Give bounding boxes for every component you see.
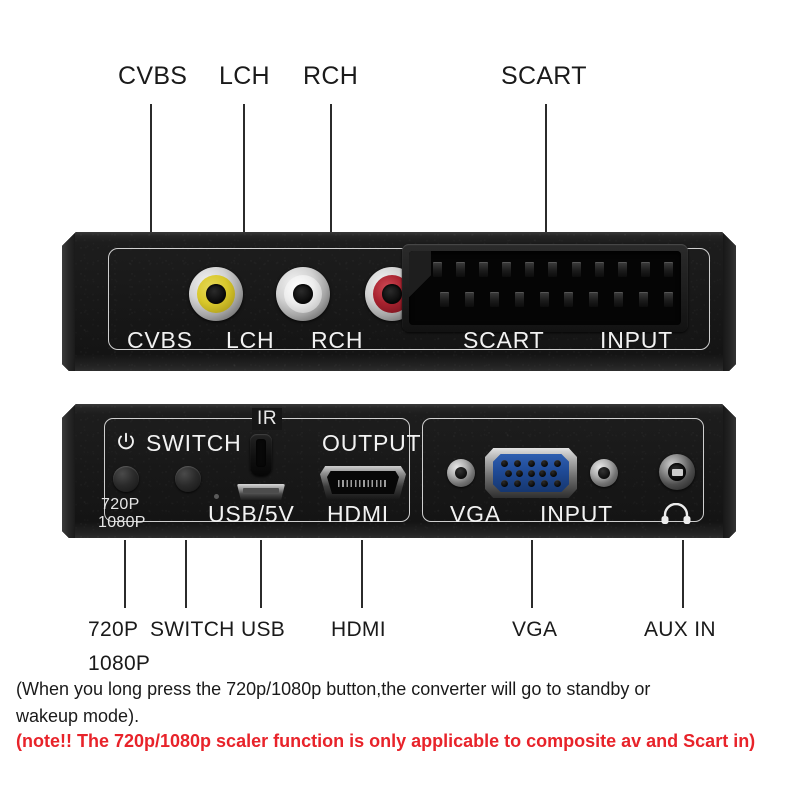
note-warning-scaler: (note!! The 720p/1080p scaler function i…: [16, 731, 756, 751]
rca-jack-cvbs[interactable]: [189, 267, 243, 321]
leader-line-720p: [124, 540, 126, 608]
rca-hole-cvbs: [206, 284, 226, 304]
silk-label-hdmi: HDMI: [327, 501, 389, 527]
callout-label-switch: SWITCH: [150, 618, 235, 641]
note-standby-line1: (When you long press the 720p/1080p butt…: [16, 679, 651, 699]
vga-shell-blue: [493, 454, 569, 492]
hdmi-cavity: [327, 471, 399, 494]
callout-label-aux-in: AUX IN: [644, 618, 716, 641]
silk-label-lch: LCH: [226, 327, 275, 353]
switch-button[interactable]: [175, 466, 201, 492]
callout-label-rch: RCH: [303, 62, 359, 90]
callout-label-cvbs: CVBS: [118, 62, 188, 90]
hdmi-port[interactable]: [320, 466, 406, 500]
status-led: [214, 494, 219, 499]
chassis-face-front: [62, 404, 736, 538]
resolution-button-720p-1080p[interactable]: [113, 466, 139, 492]
device-front-panel: IR SWITCH OUTPUT 720P 1080P USB/5V HDMI: [61, 403, 737, 539]
note-standby-line2: wakeup mode).: [16, 706, 140, 726]
device-rear-panel: CVBS LCH RCH SCART INPUT: [61, 231, 737, 372]
scart-pin-row-top: [433, 262, 673, 277]
silk-label-output: OUTPUT: [322, 430, 422, 456]
leader-line-cvbs: [150, 104, 152, 232]
leader-line-hdmi: [361, 540, 363, 608]
aux-headphone-jack[interactable]: [659, 454, 695, 490]
callout-label-vga: VGA: [512, 618, 558, 641]
silk-label-cvbs: CVBS: [127, 327, 193, 353]
leader-line-rch: [330, 104, 332, 232]
vga-pin-row-3: [501, 479, 561, 487]
silk-label-1080p: 1080P: [98, 514, 146, 531]
leader-line-lch: [243, 104, 245, 232]
ir-receiver: [250, 434, 272, 476]
vga-pin-row-1: [501, 459, 561, 467]
power-icon: [118, 432, 134, 450]
leader-line-usb: [260, 540, 262, 608]
silk-label-720p: 720P: [101, 496, 140, 513]
silk-label-vga: VGA: [450, 501, 501, 527]
scart-chamfer: [409, 251, 431, 325]
leader-line-scart: [545, 104, 547, 232]
leader-line-aux: [682, 540, 684, 608]
hdmi-pins: [338, 480, 388, 487]
vga-screw-right: [590, 459, 618, 487]
silk-label-ir: IR: [252, 408, 283, 430]
rca-jack-lch[interactable]: [276, 267, 330, 321]
leader-line-switch: [185, 540, 187, 608]
vga-pin-row-2: [501, 469, 561, 477]
vga-port[interactable]: [485, 448, 577, 498]
leader-line-vga: [531, 540, 533, 608]
silk-label-input: INPUT: [600, 327, 673, 353]
headphone-icon: [661, 503, 691, 524]
silk-label-usb5v: USB/5V: [208, 501, 295, 527]
scart-connector[interactable]: [402, 244, 688, 332]
callout-label-usb: USB: [241, 618, 286, 641]
micro-usb-port[interactable]: [237, 484, 285, 500]
callout-label-720p: 720P: [88, 618, 139, 641]
callout-label-1080p: 1080P: [88, 652, 151, 675]
silk-label-scart: SCART: [463, 327, 545, 353]
callout-label-hdmi: HDMI: [331, 618, 386, 641]
callout-label-lch: LCH: [219, 62, 270, 90]
scart-pin-row-bottom: [440, 292, 673, 307]
scart-cavity: [409, 251, 681, 325]
silk-label-input-front: INPUT: [540, 501, 613, 527]
callout-label-scart: SCART: [501, 62, 587, 90]
silk-label-rch: RCH: [311, 327, 364, 353]
rca-hole-rch: [382, 284, 402, 304]
rca-hole-lch: [293, 284, 313, 304]
aux-jack-slot: [672, 469, 683, 476]
vga-screw-left: [447, 459, 475, 487]
silk-label-switch: SWITCH: [146, 430, 242, 456]
